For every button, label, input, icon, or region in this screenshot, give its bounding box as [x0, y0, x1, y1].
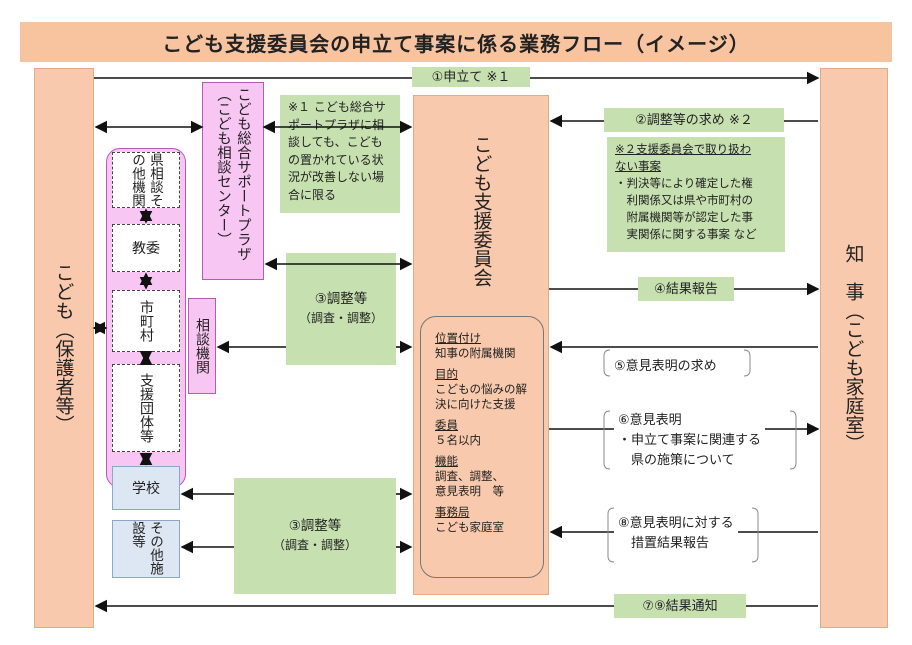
school-box: 学校	[112, 466, 180, 510]
committee-info-heading: 位置付け	[435, 331, 481, 345]
flow-8-label: ⑧意見表明に対する 措置結果報告	[614, 514, 738, 554]
flow-6-label: ⑥意見表明 ・申立て事案に関連する 県の施策について	[614, 411, 766, 471]
committee-info-text: 知事の附属機関	[435, 346, 516, 360]
committee-info-text: 調査、調整、	[435, 469, 504, 483]
committee-title: こども支援委員会	[470, 135, 493, 287]
flow-8-line-2: 措置結果報告	[618, 536, 710, 551]
flow-79-label: ⑦⑨結果通知	[614, 594, 746, 618]
note-1-line: ※１ こども総合サ	[288, 100, 386, 114]
flow-3-box-lower: ③調整等 （調査・調整）	[234, 478, 396, 594]
note-1-line: 合に限る	[288, 187, 337, 202]
child-guardian-box: こども（保護者等）	[34, 68, 94, 628]
flow-4-label: ④結果報告	[638, 277, 734, 301]
flow-6-sub-2: 県の施策について	[618, 453, 735, 468]
flow-3-box-upper: ③調整等 （調査・調整）	[286, 253, 396, 365]
committee-info-text: 意見表明 等	[435, 484, 504, 498]
consultation-agency-label: 相談機関	[188, 298, 216, 394]
flow-6-sub-1: ・申立て事案に関連する	[618, 433, 762, 448]
other-facility-box: その他施設等	[112, 520, 180, 578]
flow-3-sub: （調査・調整）	[272, 538, 357, 552]
committee-info-text: こども家庭室	[435, 520, 504, 534]
governor-box: 知 事（こども家庭室）	[820, 68, 888, 628]
note-1-line: 況が改善しない場	[288, 170, 385, 184]
flow-6-title: ⑥意見表明	[618, 413, 682, 428]
committee-info-heading: 目的	[435, 367, 458, 381]
committee-info-text: こどもの悩みの解	[435, 382, 527, 396]
child-support-plaza-box: こども総合サポートプラザ（こども相談センター）	[202, 82, 264, 280]
agency-support-groups: 支援団体等	[112, 364, 180, 452]
note-2-heading-line: ない事案	[615, 159, 661, 173]
flow-3-sub: （調査・調整）	[298, 311, 383, 325]
flow-1-label: ①申立て ※１	[412, 67, 530, 87]
flow-3-title: ③調整等	[314, 291, 368, 307]
note-2-body-line: 利関係又は県や市町村の	[615, 193, 753, 207]
agency-pref-consult: 県相談その他機関	[112, 152, 180, 208]
committee-info-heading: 委員	[435, 418, 458, 432]
flow-2-label: ②調整等の求め ※２	[604, 108, 784, 132]
agency-education-board: 教委	[112, 224, 180, 272]
committee-info-text: 決に向けた支援	[435, 397, 516, 411]
note-2-heading-line: ※２支援委員会で取り扱わ	[615, 142, 752, 156]
committee-info-heading: 事務局	[435, 505, 470, 519]
note-2: ※２支援委員会で取り扱わない事案 ・判決等により確定した権 利関係又は県や市町村…	[607, 137, 785, 252]
note-2-body-line: 附属機関等が認定した事	[615, 210, 753, 224]
note-2-body-line: 実関係に関する事案 など	[615, 227, 757, 241]
flow-8-line-1: ⑧意見表明に対する	[618, 516, 734, 531]
committee-info-text: ５名以内	[435, 433, 481, 447]
flow-3-title: ③調整等	[288, 518, 342, 534]
agency-municipality: 市町村	[112, 290, 180, 352]
page-title: こども支援委員会の申立て事案に係る業務フロー（イメージ）	[20, 22, 892, 62]
flow-5-label: ⑤意見表明の求め	[614, 355, 717, 374]
committee-info-heading: 機能	[435, 454, 458, 468]
note-1: ※１ こども総合サポートプラザに相談しても、こどもの置かれている状況が改善しない…	[280, 95, 400, 213]
note-1-line: 談しても、こども	[288, 135, 383, 149]
note-1-line: の置かれている状	[288, 152, 384, 167]
note-2-body-line: ・判決等により確定した権	[615, 176, 753, 190]
